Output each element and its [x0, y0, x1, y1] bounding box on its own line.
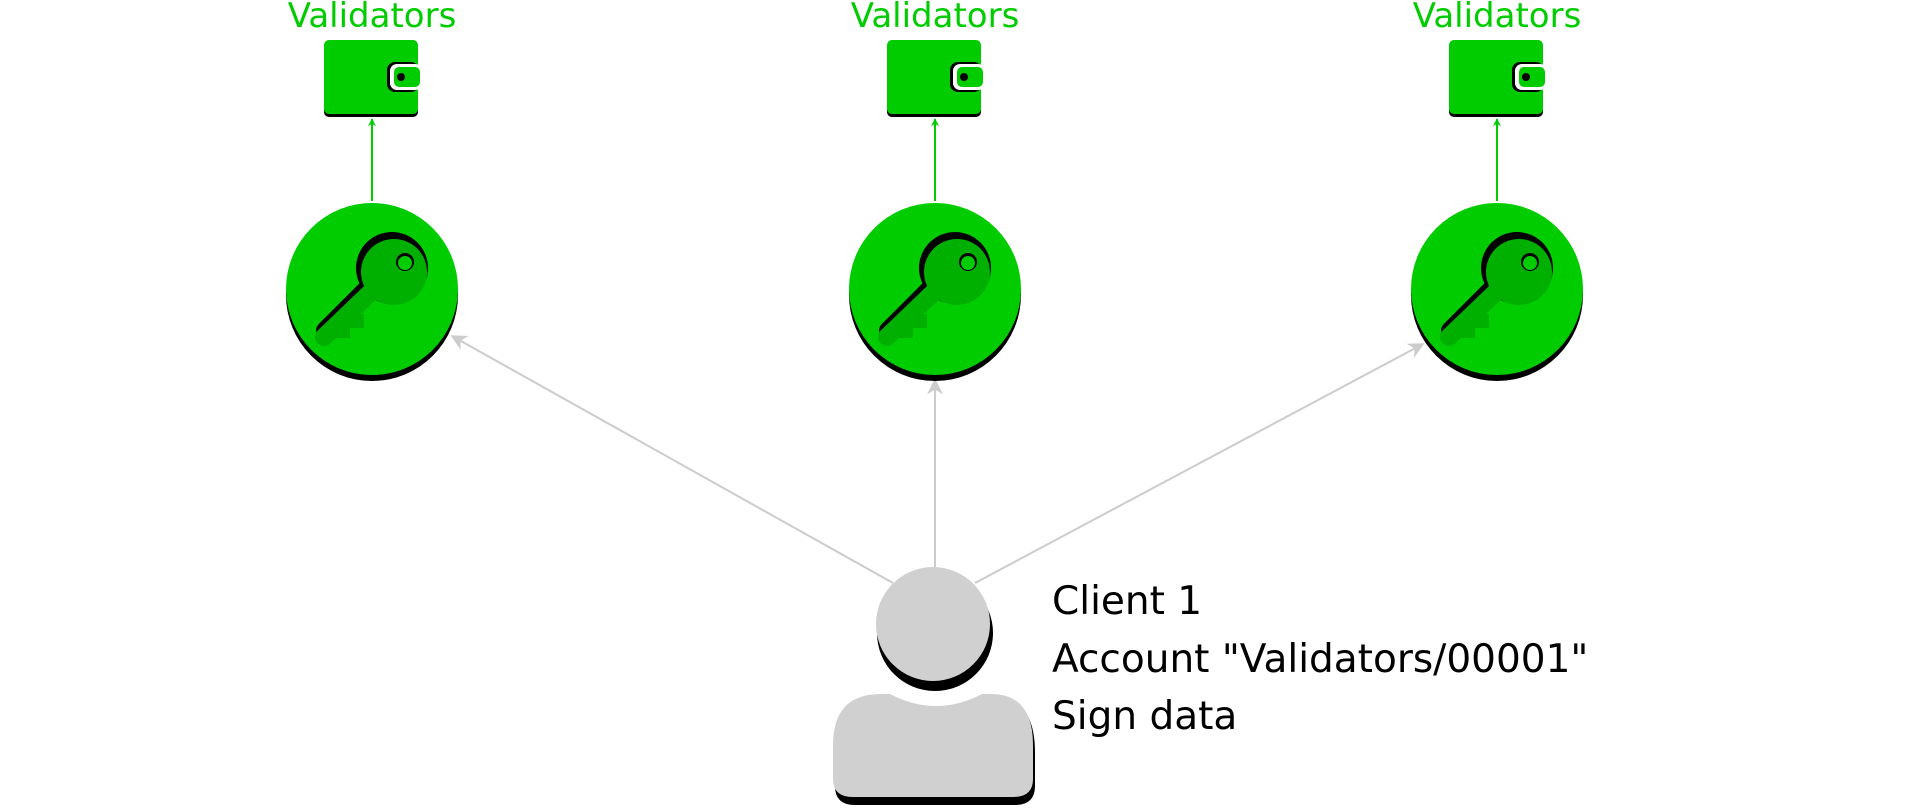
- validator-label-1: Validators: [288, 0, 457, 36]
- client-connectors: [450, 335, 1425, 584]
- wallet-icon: [324, 40, 422, 117]
- key-node-1: [286, 203, 458, 381]
- client-node: Client 1 Account "Validators/00001" Sign…: [833, 567, 1588, 805]
- key-node-2: [849, 203, 1021, 381]
- connector-client-to-validator-3: [974, 343, 1425, 584]
- wallet-icon: [887, 40, 985, 117]
- key-icon: [878, 232, 991, 346]
- connector-client-to-validator-1: [450, 335, 894, 584]
- validator-label-3: Validators: [1413, 0, 1582, 36]
- validator-node-1: Validators: [286, 0, 458, 381]
- validator-node-3: Validators: [1411, 0, 1583, 381]
- client-account: Account "Validators/00001": [1052, 637, 1588, 682]
- validator-node-2: Validators: [849, 0, 1021, 381]
- client-name: Client 1: [1052, 579, 1202, 624]
- validator-label-2: Validators: [851, 0, 1020, 36]
- key-icon: [315, 232, 428, 346]
- key-node-3: [1411, 203, 1583, 381]
- key-icon: [1440, 232, 1553, 346]
- client-action: Sign data: [1052, 694, 1237, 739]
- wallet-icon: [1449, 40, 1547, 117]
- user-icon: [833, 567, 1035, 805]
